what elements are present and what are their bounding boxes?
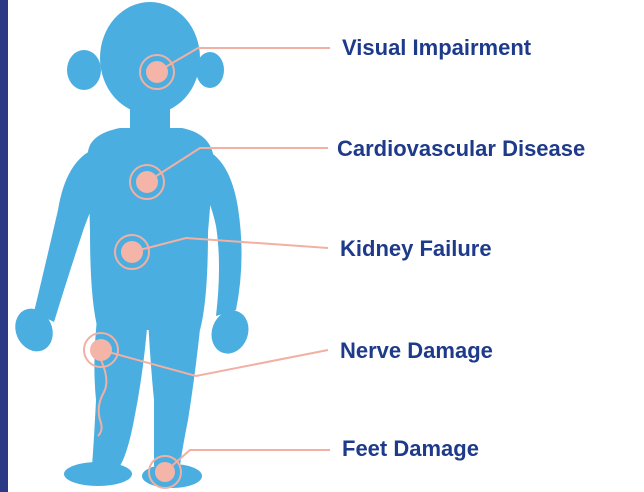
left-foot: [64, 462, 132, 486]
label-cardiovascular-disease: Cardiovascular Disease: [337, 138, 585, 160]
right-ear: [196, 52, 224, 88]
marker-heart: [136, 171, 158, 193]
label-kidney-failure: Kidney Failure: [340, 238, 492, 260]
right-hand: [206, 305, 255, 359]
label-feet-damage: Feet Damage: [342, 438, 479, 460]
marker-nerve: [90, 339, 112, 361]
marker-kidney: [121, 241, 143, 263]
marker-eye: [146, 61, 168, 83]
label-nerve-damage: Nerve Damage: [340, 340, 493, 362]
left-ear: [67, 50, 101, 90]
label-visual-impairment: Visual Impairment: [342, 37, 531, 59]
marker-foot: [155, 462, 175, 482]
head: [100, 2, 200, 114]
right-leg: [148, 310, 202, 466]
torso: [88, 128, 214, 330]
